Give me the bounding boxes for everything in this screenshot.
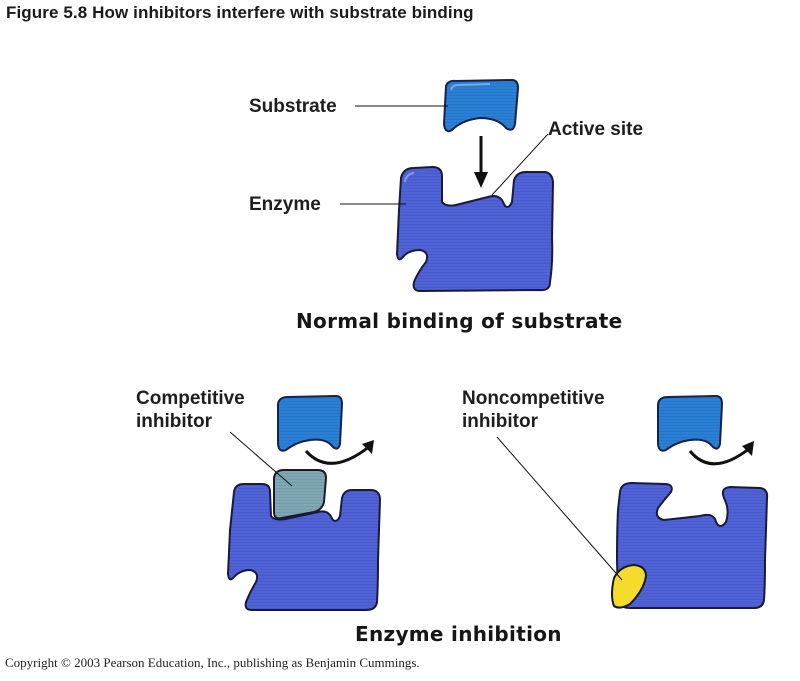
noncompetitive-inhibition-panel	[496, 394, 769, 609]
competitive-release-arrow	[304, 440, 374, 465]
competitive-inhibitor-label-line2: inhibitor	[136, 411, 212, 432]
competitive-leader-line	[229, 431, 293, 487]
enzyme-shape-noncompetitive	[615, 481, 769, 609]
competitive-inhibition-panel	[226, 394, 382, 611]
binding-arrow	[474, 136, 488, 188]
normal-binding-panel	[340, 78, 555, 293]
noncompetitive-inhibitor-label-line1: Noncompetitive	[462, 388, 605, 409]
active-site-label: Active site	[548, 119, 644, 140]
substrate-shape	[442, 78, 520, 133]
noncompetitive-inhibitor-shape	[611, 563, 648, 609]
figure-title: Figure 5.8 How inhibitors interfere with…	[6, 3, 474, 22]
noncompetitive-release-arrow	[688, 441, 754, 466]
substrate-label: Substrate	[249, 96, 337, 117]
noncompetitive-leader-line	[496, 436, 623, 581]
noncompetitive-substrate-shape	[657, 394, 724, 452]
competitive-inhibitor-label-line1: Competitive	[136, 388, 245, 409]
copyright-notice: Copyright © 2003 Pearson Education, Inc.…	[5, 655, 420, 670]
enzyme-inhibition-caption: Enzyme inhibition	[355, 622, 562, 646]
noncompetitive-inhibitor-label-line2: inhibitor	[462, 411, 538, 432]
active-site-leader-line	[491, 133, 549, 196]
enzyme-shape	[395, 165, 555, 293]
competitive-substrate-shape	[277, 394, 344, 452]
normal-binding-caption: Normal binding of substrate	[296, 309, 623, 333]
enzyme-label: Enzyme	[249, 194, 321, 215]
enzyme-shape-competitive	[226, 483, 382, 611]
